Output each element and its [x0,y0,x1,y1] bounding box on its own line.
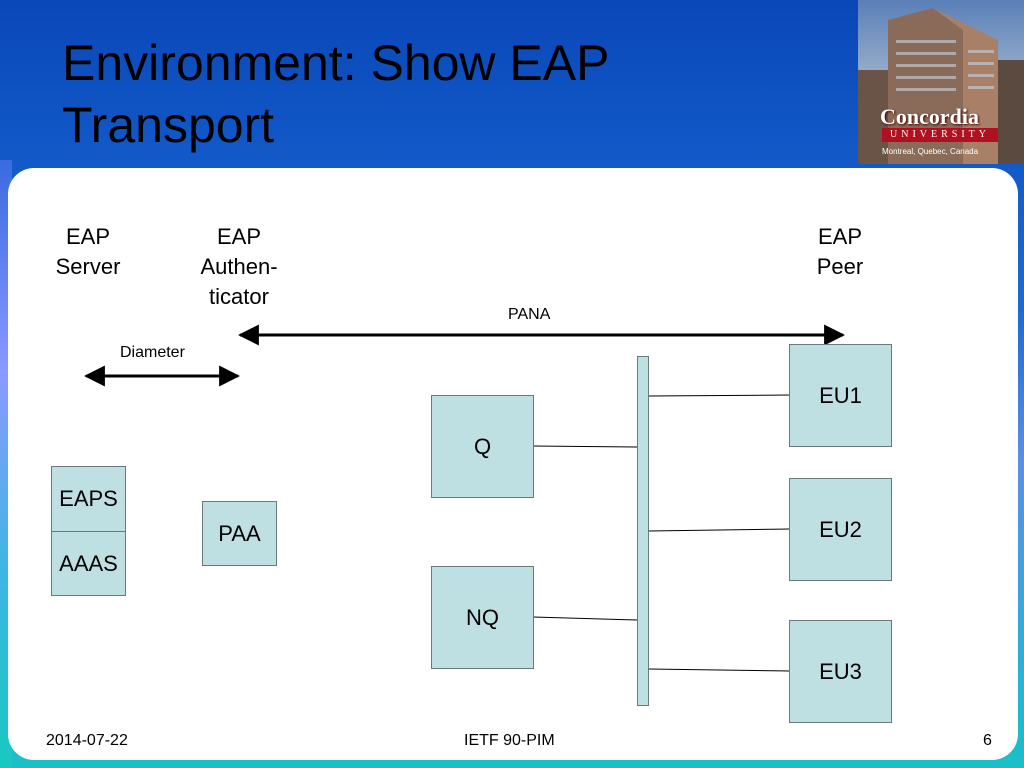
paa-box: PAA [202,501,277,566]
pana-label: PANA [508,306,551,323]
network-bus [637,356,649,706]
eu2-bus-link [648,528,791,532]
eap-server-label: EAP Server [55,224,121,279]
eap-authenticator-label: EAP Authen- ticator [200,224,278,309]
eaps-box: EAPS [51,466,126,532]
nq-bus-link [532,616,639,621]
title-line-2: Transport [62,97,275,153]
aaas-box: AAAS [51,531,126,596]
eu3-box: EU3 [789,620,892,723]
eu1-box: EU1 [789,344,892,447]
eu1-bus-link [648,394,791,397]
q-box: Q [431,395,534,498]
title-line-1: Environment: Show EAP [62,35,610,91]
footer-date: 2014-07-22 [46,732,128,749]
nq-box: NQ [431,566,534,669]
slide-title: Environment: Show EAP Transport [62,32,842,156]
footer-center: IETF 90-PIM [464,732,555,749]
logo-name: Concordia [880,104,979,129]
q-bus-link [532,445,639,448]
logo-city: Montreal, Quebec, Canada [882,147,979,156]
footer-page-number: 6 [983,732,992,749]
building-illustration [858,8,1024,164]
logo-university: UNIVERSITY [882,128,998,142]
eu3-bus-link [648,668,791,672]
eap-peer-label: EAP Peer [816,224,864,279]
diameter-label: Diameter [120,344,185,361]
eu2-box: EU2 [789,478,892,581]
university-logo: Concordia UNIVERSITY Montreal, Quebec, C… [858,0,1024,164]
